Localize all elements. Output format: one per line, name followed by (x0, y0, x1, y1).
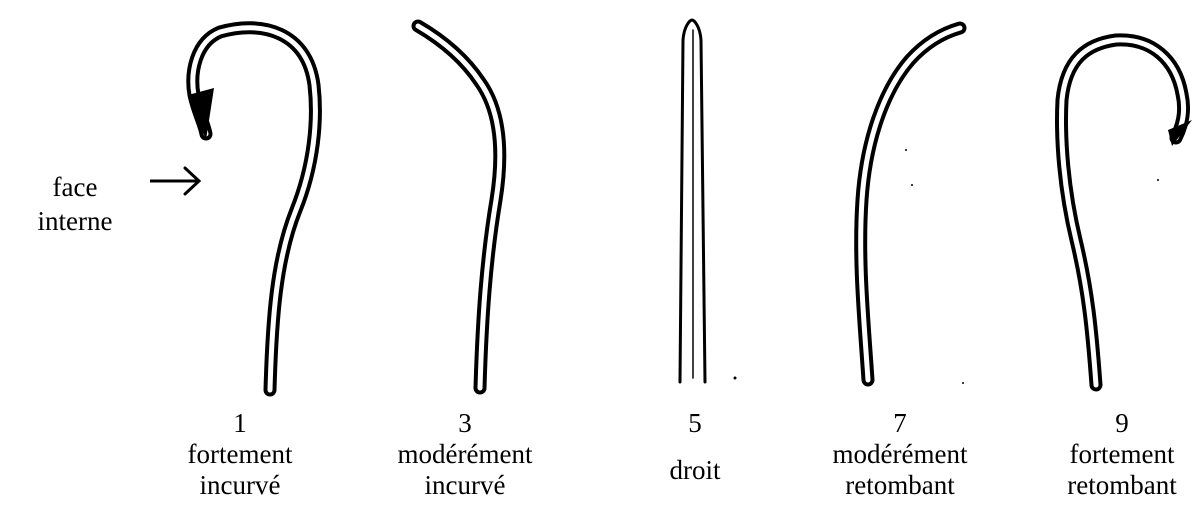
caption-7-line-2: retombant (833, 470, 968, 501)
caption-3-line-2: incurvé (398, 470, 533, 501)
shape-3-moderement-incurve (418, 26, 500, 388)
shape-7-moderement-retombant (861, 28, 960, 380)
shape-1-fortement-incurve (188, 28, 315, 390)
shape-5-droit (680, 20, 705, 382)
caption-7-line-1: modérément (833, 439, 968, 470)
caption-9: 9 fortement retombant (1067, 408, 1176, 501)
caption-5-line-1: droit (670, 455, 721, 486)
caption-1-line-1: fortement (188, 439, 293, 470)
shape-9-fortement-retombant (1062, 40, 1192, 385)
arrow-right-icon (150, 168, 199, 194)
caption-1-number: 1 (188, 408, 293, 439)
caption-7: 7 modérément retombant (833, 408, 968, 501)
caption-1-line-2: incurvé (188, 470, 293, 501)
caption-9-line-2: retombant (1067, 470, 1176, 501)
caption-7-number: 7 (833, 408, 968, 439)
caption-1: 1 fortement incurvé (188, 408, 293, 501)
caption-5: 5 droit (670, 408, 721, 486)
caption-3: 3 modérément incurvé (398, 408, 533, 501)
caption-3-line-1: modérément (398, 439, 533, 470)
caption-9-line-1: fortement (1067, 439, 1176, 470)
caption-9-number: 9 (1067, 408, 1176, 439)
caption-5-number: 5 (670, 408, 721, 439)
caption-3-number: 3 (398, 408, 533, 439)
